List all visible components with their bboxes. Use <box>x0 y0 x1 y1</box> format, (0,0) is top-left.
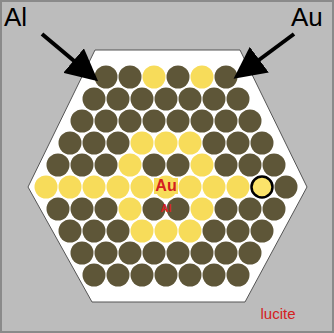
label: Al <box>161 203 172 214</box>
gold-rod <box>191 66 214 89</box>
aluminum-rod <box>107 132 130 155</box>
aluminum-rod <box>119 242 142 265</box>
aluminum-rod <box>239 242 262 265</box>
gold-rod <box>119 154 142 177</box>
aluminum-rod <box>227 264 250 287</box>
aluminum-rod <box>215 66 238 89</box>
aluminum-rod <box>227 88 250 111</box>
gold-rod <box>131 176 154 199</box>
aluminum-rod <box>203 88 226 111</box>
aluminum-rod <box>71 242 94 265</box>
aluminum-rod <box>215 198 238 221</box>
gold-rod <box>131 132 154 155</box>
aluminum-rod <box>59 220 82 243</box>
aluminum-rod <box>131 264 154 287</box>
aluminum-rod <box>47 198 70 221</box>
gold-rod <box>252 177 273 198</box>
gold-rod <box>35 176 58 199</box>
aluminum-rod <box>179 264 202 287</box>
aluminum-rod <box>143 154 166 177</box>
rod-array <box>35 66 298 287</box>
aluminum-rod <box>191 110 214 133</box>
aluminum-rod <box>275 176 298 199</box>
aluminum-rod <box>167 110 190 133</box>
aluminum-rod <box>71 110 94 133</box>
aluminum-rod <box>227 132 250 155</box>
gold-rod <box>107 176 130 199</box>
aluminum-rod <box>203 264 226 287</box>
aluminum-rod <box>95 242 118 265</box>
leader-arrow <box>42 34 92 76</box>
label: Au <box>154 178 177 194</box>
label: Al <box>4 4 27 30</box>
aluminum-rod <box>167 242 190 265</box>
aluminum-rod <box>107 88 130 111</box>
label: Au <box>291 4 323 30</box>
gold-rod <box>131 220 154 243</box>
aluminum-rod <box>167 66 190 89</box>
aluminum-rod <box>263 154 286 177</box>
aluminum-rod <box>119 66 142 89</box>
gold-rod <box>179 132 202 155</box>
aluminum-rod <box>119 110 142 133</box>
aluminum-rod <box>71 198 94 221</box>
aluminum-rod <box>47 154 70 177</box>
gold-rod <box>191 154 214 177</box>
aluminum-rod <box>215 154 238 177</box>
aluminum-rod <box>167 154 190 177</box>
aluminum-rod <box>59 132 82 155</box>
aluminum-rod <box>263 198 286 221</box>
aluminum-rod <box>155 88 178 111</box>
aluminum-rod <box>215 110 238 133</box>
gold-rod <box>119 198 142 221</box>
gold-rod <box>179 220 202 243</box>
aluminum-rod <box>95 154 118 177</box>
gold-rod <box>155 220 178 243</box>
gold-rod <box>179 176 202 199</box>
gold-rod <box>59 176 82 199</box>
aluminum-rod <box>239 198 262 221</box>
gold-rod <box>155 176 178 199</box>
aluminum-rod <box>83 220 106 243</box>
aluminum-rod <box>179 88 202 111</box>
gold-rod <box>227 176 250 199</box>
aluminum-rod <box>155 264 178 287</box>
aluminum-rod <box>95 110 118 133</box>
aluminum-rod <box>83 132 106 155</box>
aluminum-rod <box>143 110 166 133</box>
aluminum-rod <box>107 264 130 287</box>
gold-rod <box>143 66 166 89</box>
leader-arrow <box>240 34 294 74</box>
aluminum-rod <box>71 154 94 177</box>
gold-rod <box>155 132 178 155</box>
aluminum-rod <box>83 264 106 287</box>
aluminum-rod <box>95 66 118 89</box>
aluminum-rod <box>191 242 214 265</box>
aluminum-rod <box>131 88 154 111</box>
aluminum-rod <box>227 220 250 243</box>
aluminum-rod <box>215 242 238 265</box>
aluminum-rod <box>239 154 262 177</box>
gold-rod <box>191 198 214 221</box>
aluminum-rod <box>95 198 118 221</box>
aluminum-rod <box>203 220 226 243</box>
aluminum-rod <box>203 132 226 155</box>
lucite-hexagon <box>28 50 307 302</box>
aluminum-rod <box>143 242 166 265</box>
aluminum-rod <box>239 110 262 133</box>
aluminum-rod <box>107 220 130 243</box>
aluminum-rod <box>251 220 274 243</box>
aluminum-rod <box>251 132 274 155</box>
aluminum-rod <box>83 88 106 111</box>
gold-rod <box>83 176 106 199</box>
label: lucite <box>260 306 295 321</box>
gold-rod <box>203 176 226 199</box>
